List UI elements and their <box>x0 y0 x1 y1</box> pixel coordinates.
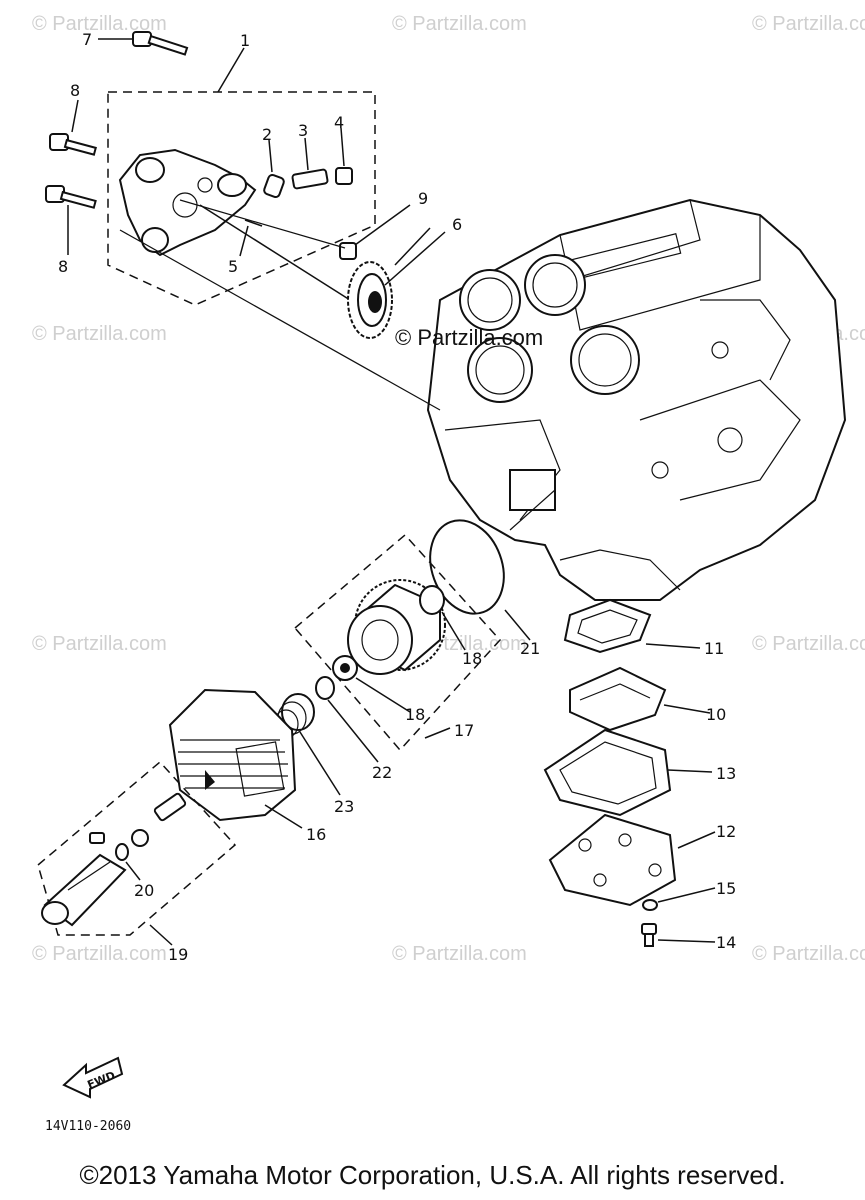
gasket-13 <box>543 728 672 817</box>
relief-valve-parts <box>41 792 187 927</box>
seal-18-upper <box>419 585 445 615</box>
bolt-7 <box>98 31 189 56</box>
callout-label: 10 <box>706 705 726 724</box>
callout-label: 16 <box>306 825 326 844</box>
watermark-text: © Partzilla.com <box>32 943 167 965</box>
callout-label: 2 <box>262 125 272 144</box>
exploded-parts-diagram: © Partzilla.com © Partzilla.com © Partzi… <box>32 13 865 1134</box>
gasket-11 <box>563 598 652 654</box>
oil-filter-assembly-boundary <box>293 533 502 752</box>
callout-label: 22 <box>372 763 392 782</box>
diagram-code: 14V110-2060 <box>45 1119 131 1134</box>
o-ring-20 <box>115 843 129 861</box>
leader-lines <box>67 47 716 946</box>
forward-arrow-icon: FWD <box>62 1056 124 1099</box>
oil-filter-element <box>332 579 446 681</box>
filter-cover-16 <box>168 688 297 822</box>
bolt-8-upper <box>49 133 97 156</box>
callout-label: 21 <box>520 639 540 658</box>
cap-4 <box>335 167 353 185</box>
pump-small-parts <box>244 167 411 260</box>
bolt-14 <box>641 923 657 947</box>
washer-15 <box>642 899 658 911</box>
watermark-text: © Partzilla.com <box>752 13 865 35</box>
callout-label: 1 <box>240 31 250 50</box>
crankcase <box>426 198 847 601</box>
center-watermark: © Partzilla.com <box>395 325 543 350</box>
callout-label: 12 <box>716 822 736 841</box>
part-9 <box>339 242 357 260</box>
watermark-text: © Partzilla.com <box>392 13 527 35</box>
callout-label: 17 <box>454 721 474 740</box>
plunger-2 <box>263 173 285 199</box>
copyright-notice: ©2013 Yamaha Motor Corporation, U.S.A. A… <box>79 1160 786 1190</box>
watermark-text: © Partzilla.com <box>32 13 167 35</box>
spring-3 <box>291 168 329 190</box>
callout-label: 5 <box>228 257 238 276</box>
callout-label: 13 <box>716 764 736 783</box>
washer-22 <box>315 676 335 700</box>
watermark-text: © Partzilla.com <box>32 323 167 345</box>
callout-label: 18 <box>405 705 425 724</box>
bolt-8-lower <box>45 185 97 209</box>
watermark-text: © Partzilla.com <box>32 633 167 655</box>
callout-label: 7 <box>82 30 92 49</box>
callout-label: 19 <box>168 945 188 964</box>
sprocket-6 <box>347 231 446 339</box>
callout-label: 18 <box>462 649 482 668</box>
o-ring-21 <box>429 519 505 615</box>
watermark-text: © Partzilla.com <box>752 633 865 655</box>
callout-label: 4 <box>334 113 344 132</box>
callout-label: 6 <box>452 215 462 234</box>
callout-label: 23 <box>334 797 354 816</box>
cover-plate-10 <box>569 666 667 732</box>
callout-label: 8 <box>70 81 80 100</box>
oil-pan-cover-12 <box>548 813 677 907</box>
callout-label: 11 <box>704 639 724 658</box>
alignment-line <box>119 229 441 411</box>
callout-labels: 1 2 3 4 5 6 7 8 8 9 10 11 12 13 14 15 16… <box>58 30 736 964</box>
callout-label: 15 <box>716 879 736 898</box>
watermark-text: © Partzilla.com <box>392 943 527 965</box>
callout-label: 9 <box>418 189 428 208</box>
callout-label: 20 <box>134 881 154 900</box>
oil-pump-assembly-boundary <box>107 91 376 306</box>
pin-5 <box>244 219 263 227</box>
watermark-text: © Partzilla.com <box>752 943 865 965</box>
callout-label: 3 <box>298 121 308 140</box>
callout-label: 14 <box>716 933 736 952</box>
callout-label: 8 <box>58 257 68 276</box>
